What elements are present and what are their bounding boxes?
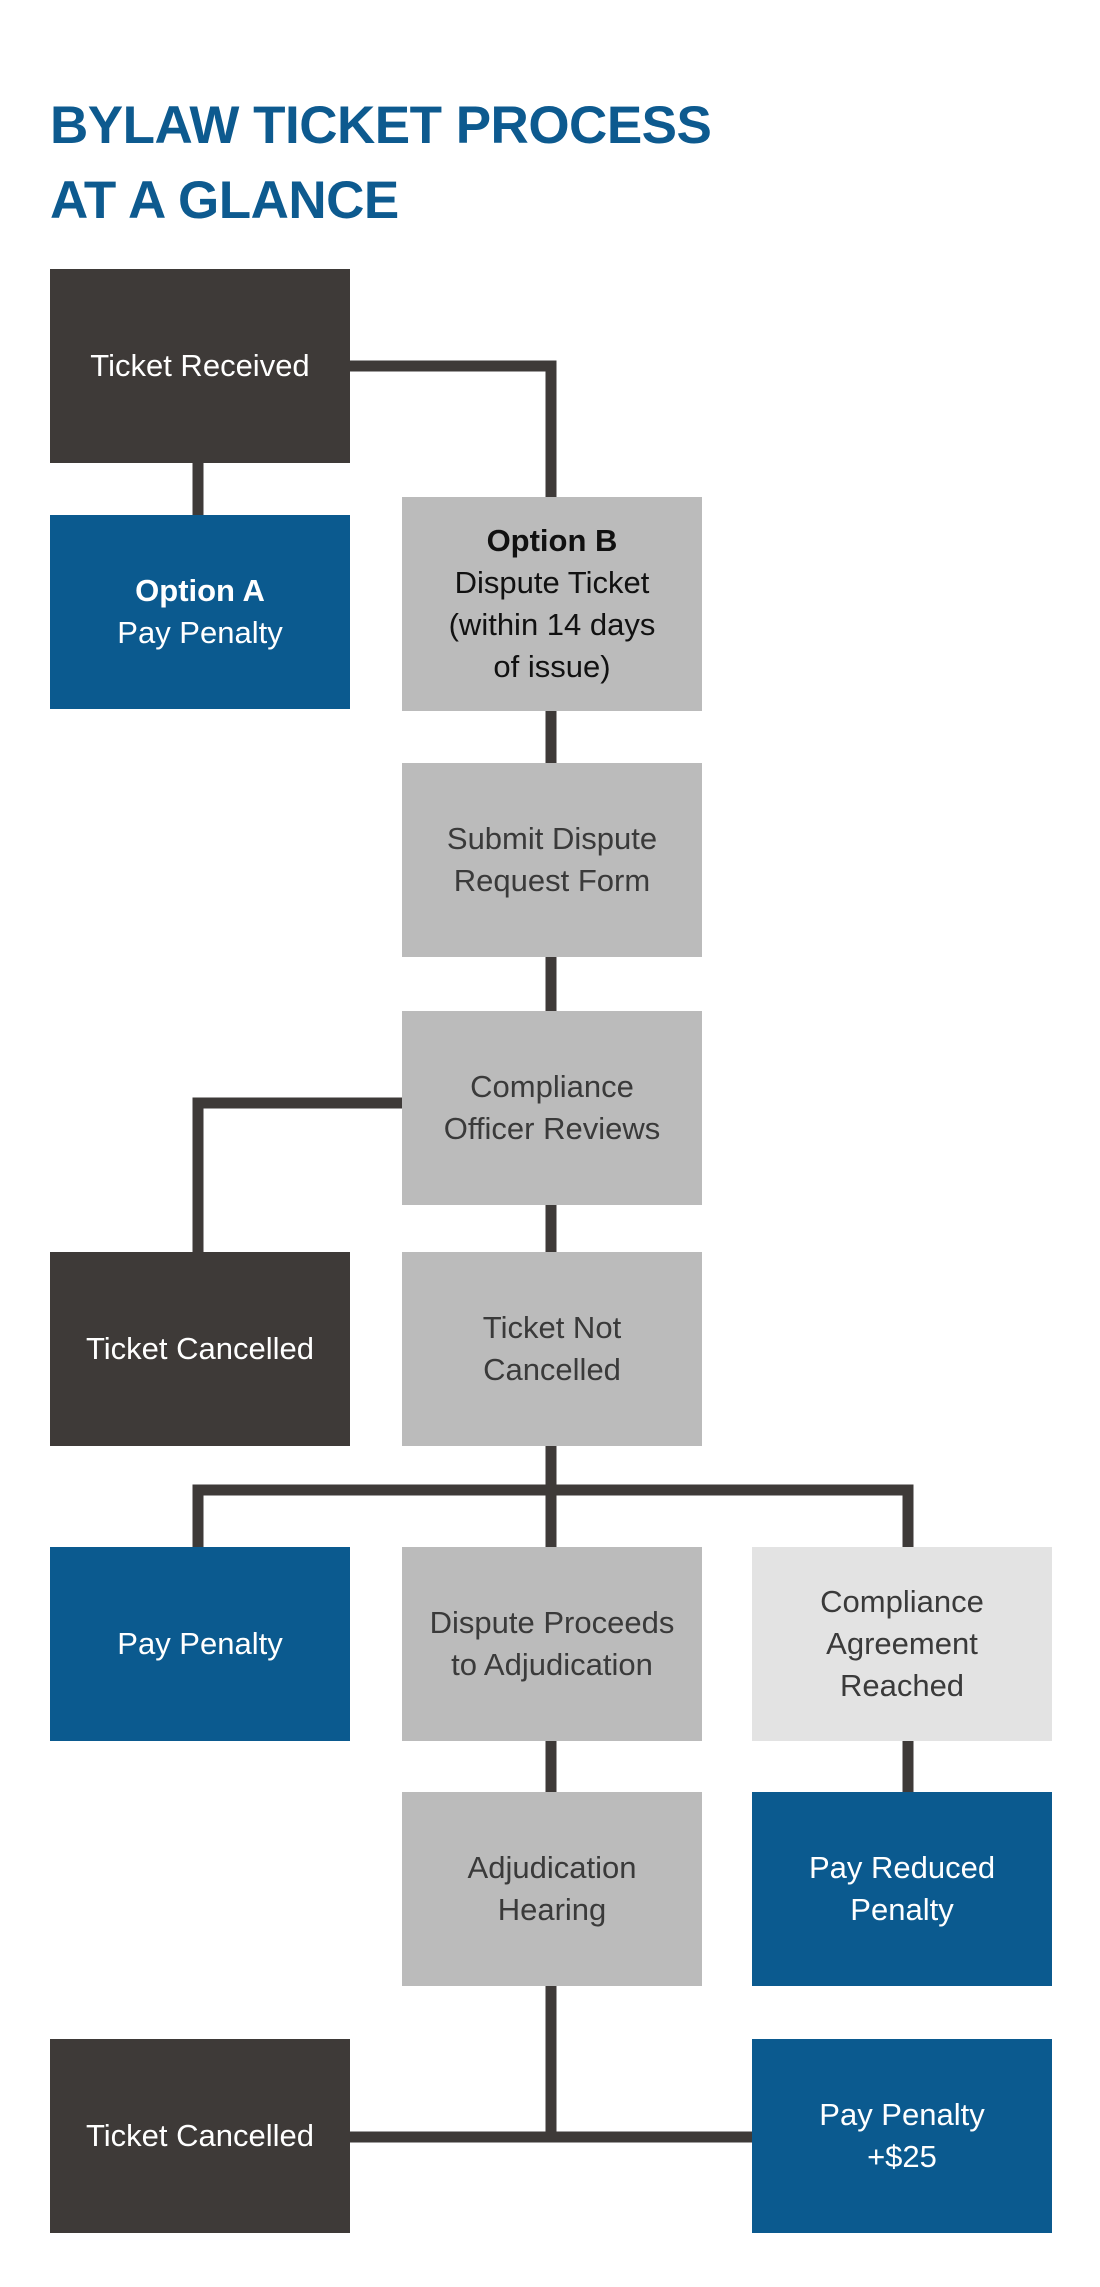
node-pay-penalty: Pay Penalty [50, 1547, 350, 1741]
node-adjudication-hearing-line-1: Adjudication [467, 1850, 637, 1885]
node-option-b-line-2: (within 14 days [448, 607, 656, 642]
node-ticket-cancelled-1: Ticket Cancelled [50, 1252, 350, 1446]
node-ticket-received: Ticket Received [50, 269, 350, 463]
node-pay-penalty-label: Pay Penalty [117, 1626, 283, 1661]
node-pay-penalty-plus-line-2: +$25 [867, 2139, 937, 2174]
node-submit-dispute-line-1: Submit Dispute [446, 821, 658, 856]
node-compliance-agreement-line-3: Reached [839, 1668, 965, 1703]
node-compliance-agreement-line-2: Agreement [826, 1626, 978, 1661]
node-adjudication-hearing-line-2: Hearing [497, 1892, 607, 1927]
node-ticket-cancelled-2-label: Ticket Cancelled [85, 2118, 314, 2153]
node-ticket-not-cancelled: Ticket Not Cancelled [402, 1252, 702, 1446]
node-option-b-line-3: of issue) [493, 649, 611, 684]
node-compliance-review-line-2: Officer Reviews [443, 1111, 661, 1146]
node-option-a-text: Pay Penalty [117, 615, 283, 650]
node-adjudication-hearing: Adjudication Hearing [402, 1792, 702, 1986]
node-ticket-not-cancelled-line-2: Cancelled [483, 1352, 621, 1387]
node-option-a-heading: Option A [135, 573, 265, 608]
node-ticket-received-label: Ticket Received [90, 348, 310, 383]
node-compliance-review: Compliance Officer Reviews [402, 1011, 702, 1205]
node-pay-penalty-plus: Pay Penalty +$25 [752, 2039, 1052, 2233]
page-title: BYLAW TICKET PROCESS AT A GLANCE [50, 88, 712, 238]
node-submit-dispute-line-2: Request Form [453, 863, 651, 898]
node-pay-reduced-line-2: Penalty [850, 1892, 954, 1927]
connector-branch-bar [192, 1484, 914, 1547]
node-submit-dispute: Submit Dispute Request Form [402, 763, 702, 957]
connector-received-to-option-b [350, 360, 557, 497]
node-option-a: Option A Pay Penalty [50, 515, 350, 709]
node-pay-reduced-penalty: Pay Reduced Penalty [752, 1792, 1052, 1986]
node-adjudication-line-2: to Adjudication [451, 1647, 653, 1682]
node-compliance-review-line-1: Compliance [470, 1069, 634, 1104]
title-line-1: BYLAW TICKET PROCESS [50, 96, 712, 155]
connector-review-to-cancelled [192, 1097, 402, 1252]
node-ticket-not-cancelled-line-1: Ticket Not [482, 1310, 622, 1345]
node-option-b: Option B Dispute Ticket (within 14 days … [402, 497, 702, 711]
node-pay-penalty-plus-line-1: Pay Penalty [819, 2097, 985, 2132]
node-compliance-agreement: Compliance Agreement Reached [752, 1547, 1052, 1741]
node-option-b-heading: Option B [486, 523, 618, 558]
title-line-2: AT A GLANCE [50, 171, 399, 230]
node-pay-reduced-line-1: Pay Reduced [808, 1850, 996, 1885]
node-compliance-agreement-line-1: Compliance [820, 1584, 984, 1619]
node-option-b-line-1: Dispute Ticket [454, 565, 650, 600]
node-ticket-cancelled-2: Ticket Cancelled [50, 2039, 350, 2233]
node-adjudication: Dispute Proceeds to Adjudication [402, 1547, 702, 1741]
node-ticket-cancelled-1-label: Ticket Cancelled [85, 1331, 314, 1366]
node-adjudication-line-1: Dispute Proceeds [429, 1605, 675, 1640]
